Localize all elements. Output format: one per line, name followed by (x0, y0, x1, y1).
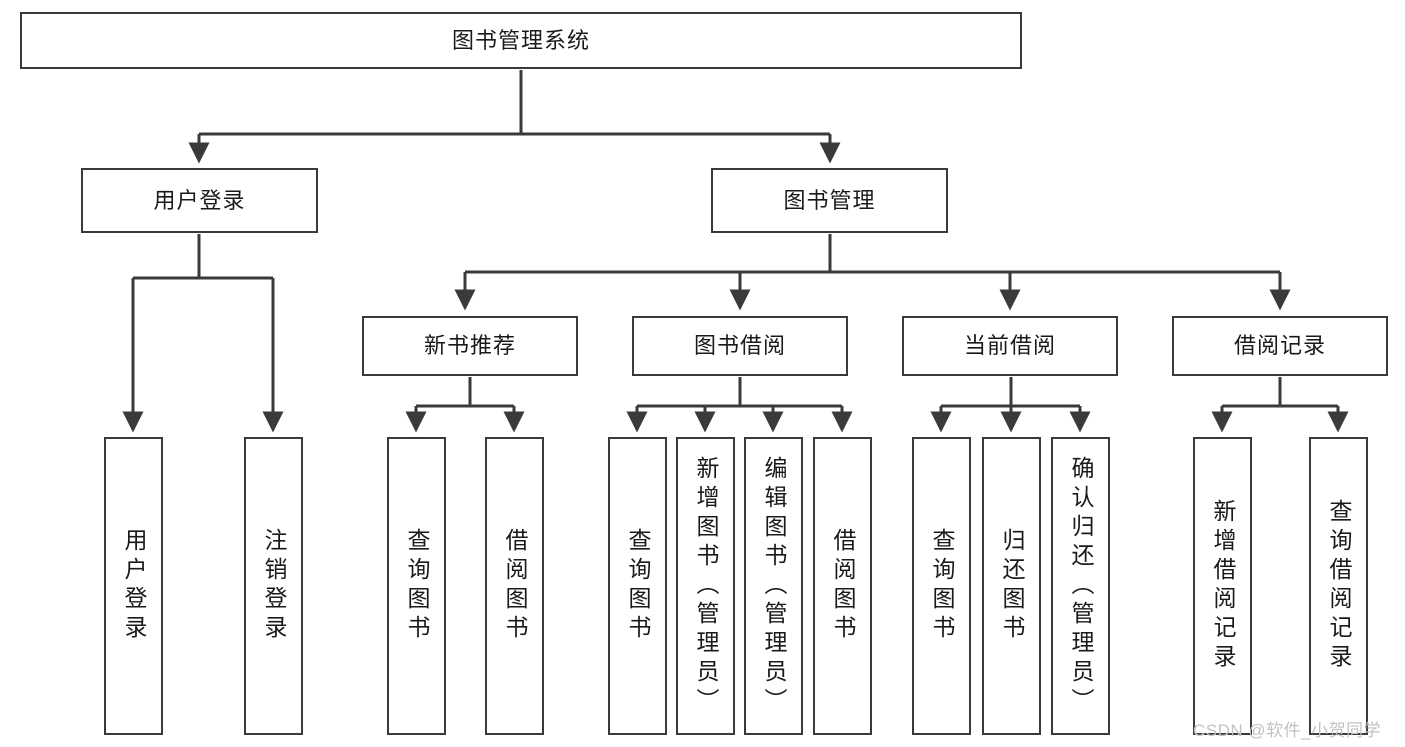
node-book-manage-label: 图书管理 (783, 187, 876, 213)
node-leaf-return-book[interactable]: 归还图书 (982, 437, 1041, 735)
node-leaf-return-book-label: 归还图书 (999, 528, 1025, 644)
node-leaf-add-book-label: 新增图书（管理员） (693, 455, 719, 717)
node-leaf-edit-book-label: 编辑图书（管理员） (761, 455, 787, 717)
node-current-borrow-label: 当前借阅 (963, 333, 1056, 359)
node-leaf-borrow-book-2-label: 借阅图书 (830, 528, 856, 644)
node-leaf-query-book-1[interactable]: 查询图书 (387, 437, 446, 735)
node-user-login[interactable]: 用户登录 (81, 168, 318, 233)
node-borrow-record[interactable]: 借阅记录 (1172, 316, 1388, 376)
node-leaf-borrow-book-2[interactable]: 借阅图书 (813, 437, 872, 735)
node-leaf-user-login[interactable]: 用户登录 (104, 437, 163, 735)
node-new-book-rec[interactable]: 新书推荐 (362, 316, 578, 376)
node-leaf-query-record[interactable]: 查询借阅记录 (1309, 437, 1368, 735)
node-leaf-edit-book[interactable]: 编辑图书（管理员） (744, 437, 803, 735)
node-leaf-add-record[interactable]: 新增借阅记录 (1193, 437, 1252, 735)
node-current-borrow[interactable]: 当前借阅 (902, 316, 1118, 376)
node-leaf-user-logout[interactable]: 注销登录 (244, 437, 303, 735)
node-book-manage[interactable]: 图书管理 (711, 168, 948, 233)
node-borrow-record-label: 借阅记录 (1233, 333, 1326, 359)
csdn-watermark: CSDN @软件_小贺同学 (1193, 721, 1382, 740)
node-leaf-user-login-label: 用户登录 (121, 528, 147, 644)
node-leaf-add-record-label: 新增借阅记录 (1210, 499, 1236, 673)
node-user-login-label: 用户登录 (153, 187, 246, 213)
node-leaf-confirm-return[interactable]: 确认归还（管理员） (1051, 437, 1110, 735)
node-leaf-query-book-1-label: 查询图书 (404, 528, 430, 644)
node-leaf-query-book-2-label: 查询图书 (625, 528, 651, 644)
node-root[interactable]: 图书管理系统 (20, 12, 1022, 69)
node-new-book-rec-label: 新书推荐 (423, 333, 516, 359)
node-leaf-borrow-book-1-label: 借阅图书 (502, 528, 528, 644)
node-leaf-borrow-book-1[interactable]: 借阅图书 (485, 437, 544, 735)
node-root-label: 图书管理系统 (451, 27, 590, 53)
node-leaf-confirm-return-label: 确认归还（管理员） (1068, 455, 1094, 717)
node-leaf-add-book[interactable]: 新增图书（管理员） (676, 437, 735, 735)
node-book-borrow-label: 图书借阅 (693, 333, 786, 359)
node-leaf-query-book-3[interactable]: 查询图书 (912, 437, 971, 735)
node-book-borrow[interactable]: 图书借阅 (632, 316, 848, 376)
node-leaf-query-book-2[interactable]: 查询图书 (608, 437, 667, 735)
node-leaf-user-logout-label: 注销登录 (261, 528, 287, 644)
node-leaf-query-record-label: 查询借阅记录 (1326, 499, 1352, 673)
node-leaf-query-book-3-label: 查询图书 (929, 528, 955, 644)
